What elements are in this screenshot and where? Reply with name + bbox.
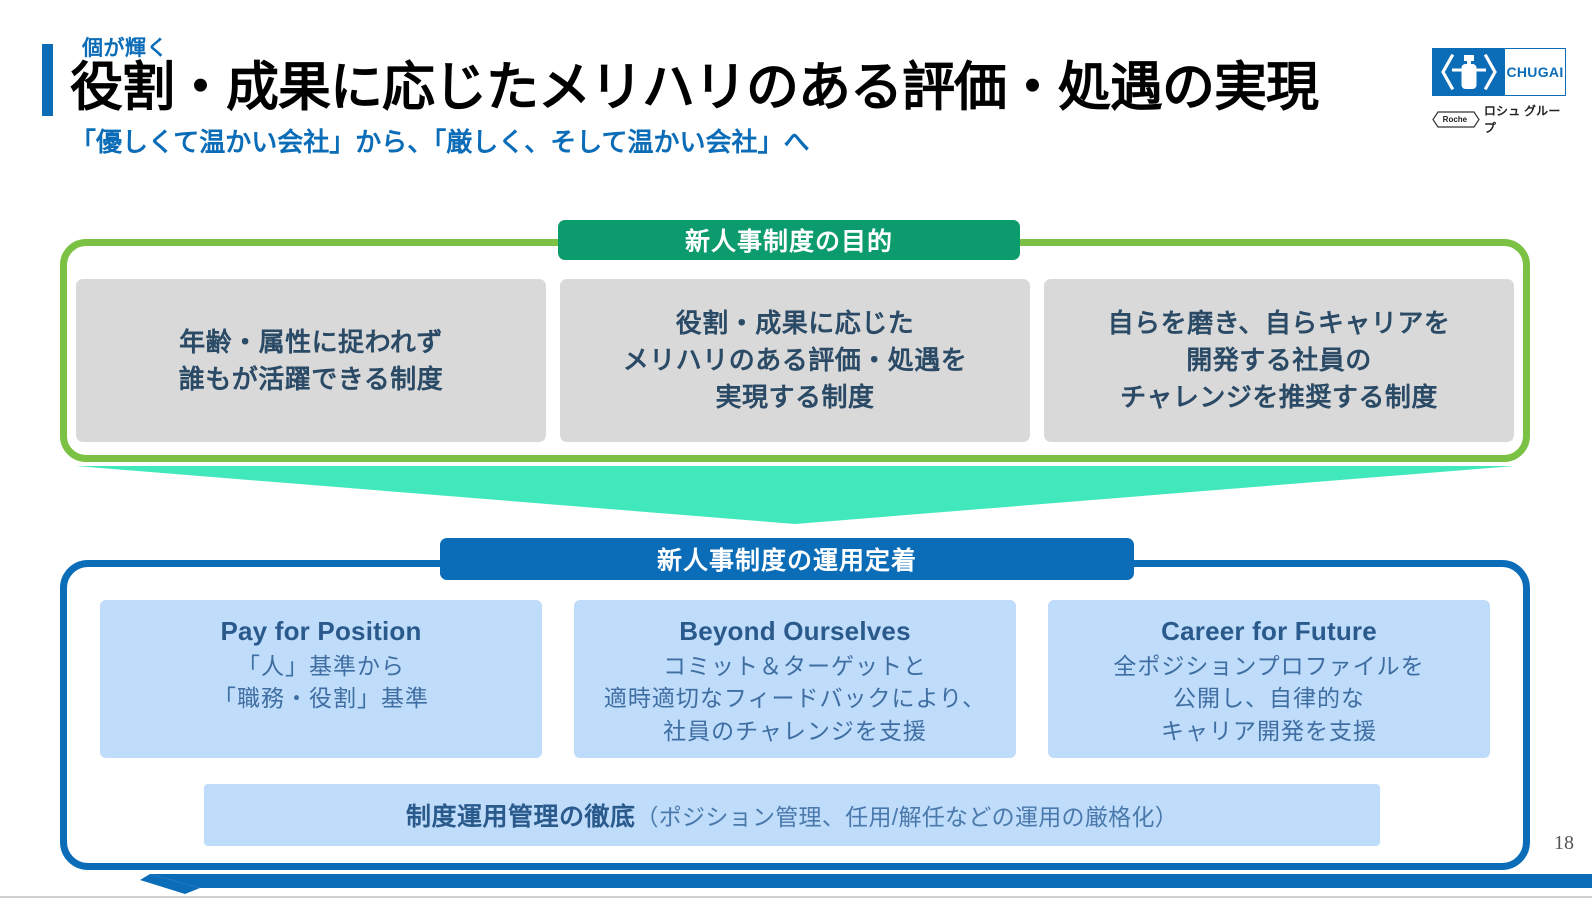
purpose-card-list: 年齢・属性に捉われず誰もが活躍できる制度 役割・成果に応じたメリハリのある評価・… [76,279,1514,442]
title-eyebrow: 個が輝く [82,37,168,60]
operation-card-beyond-ourselves: Beyond Ourselves コミット＆ターゲットと適時適切なフィードバック… [574,600,1016,758]
purpose-card: 役割・成果に応じたメリハリのある評価・処遇を実現する制度 [560,279,1030,442]
purpose-section-badge: 新人事制度の目的 [558,220,1020,260]
logo-wordmark: CHUGAI [1505,49,1565,95]
title-accent-bar [42,44,53,116]
roche-badge-icon: Roche [1432,110,1480,128]
footer-divider [0,896,1592,898]
operation-bottom-bar: 制度運用管理の徹底 （ポジション管理、任用/解任などの運用の厳格化） [204,784,1380,846]
bottom-bar-strong-text: 制度運用管理の徹底 [405,803,636,831]
logo-main: CHUGAI [1432,48,1566,96]
purpose-card: 年齢・属性に捉われず誰もが活躍できる制度 [76,279,546,442]
chugai-logo: CHUGAI Roche ロシュ グループ [1432,48,1568,136]
roche-group-label: ロシュ グループ [1483,104,1561,135]
purpose-card-text: 自らを磨き、自らキャリアを開発する社員のチャレンジを推奨する制度 [1107,308,1451,412]
operation-card-title: Career for Future [1161,616,1377,646]
operation-card-title: Beyond Ourselves [679,616,911,646]
roche-badge-label: Roche [1442,114,1468,124]
operation-card-list: Pay for Position 「人」基準から「職務・役割」基準 Beyond… [100,600,1490,758]
purpose-card-text: 年齢・属性に捉われず誰もが活躍できる制度 [178,326,444,394]
operation-card-title: Pay for Position [220,616,422,646]
bottom-bar-light-text: （ポジション管理、任用/解任などの運用の厳格化） [635,804,1179,830]
footer-swoosh-decoration [140,874,1592,894]
operation-section-badge: 新人事制度の運用定着 [440,538,1134,580]
down-arrow-icon [76,466,1514,524]
operation-card-body: 全ポジションプロファイルを公開し、自律的なキャリア開発を支援 [1113,654,1425,744]
page-subtitle: 「優しくて温かい会社」から、「厳しく、そして温かい会社」へ [70,127,810,157]
operation-card-body: 「人」基準から「職務・役割」基準 [213,654,429,712]
purpose-card: 自らを磨き、自らキャリアを開発する社員のチャレンジを推奨する制度 [1044,279,1514,442]
page-number: 18 [1554,832,1574,854]
operation-card-body: コミット＆ターゲットと適時適切なフィードバックにより、社員のチャレンジを支援 [603,654,987,744]
purpose-card-text: 役割・成果に応じたメリハリのある評価・処遇を実現する制度 [622,308,968,412]
page-title: 役割・成果に応じたメリハリのある評価・処遇の実現 [70,58,1319,117]
operation-card-pay-for-position: Pay for Position 「人」基準から「職務・役割」基準 [100,600,542,758]
logo-subline: Roche ロシュ グループ [1432,102,1568,136]
chugai-mark-icon [1433,49,1505,95]
operation-card-career-for-future: Career for Future 全ポジションプロファイルを公開し、自律的なキ… [1048,600,1490,758]
